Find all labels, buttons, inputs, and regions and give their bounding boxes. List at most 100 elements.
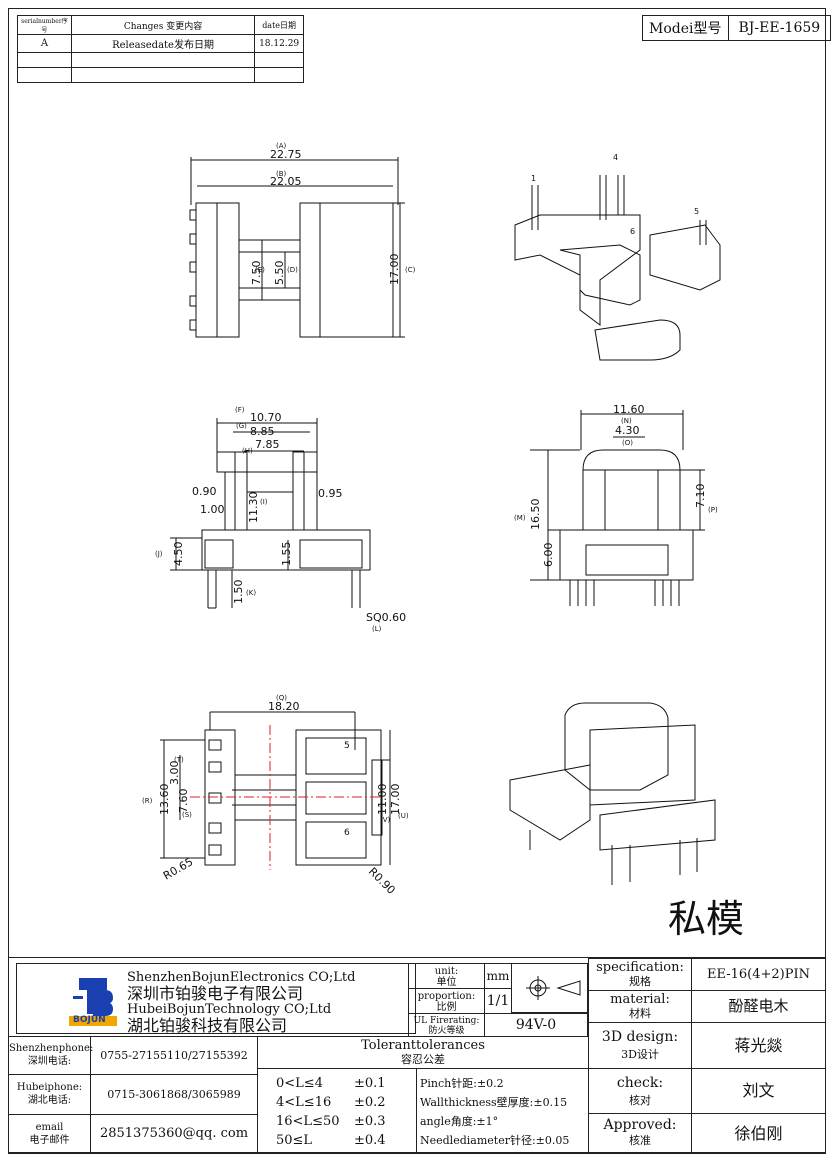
contact-label-cell: Hubeiphone: 湖北电话: [8, 1074, 91, 1115]
company-name-zh-2: 湖北铂骏科技有限公司 [127, 1016, 288, 1035]
dim-155: 1.55 [280, 542, 293, 567]
dim-100: 1.00 [200, 503, 225, 516]
unit-label-cell: unit:单位 [408, 963, 485, 989]
dim-150: 1.50 [232, 580, 245, 605]
dim-label-s: (S) [182, 811, 192, 819]
tolerances-title: Toleranttolerances [361, 1038, 485, 1053]
pin-label-6b: 6 [344, 828, 350, 838]
tolerance-value: ±0.3 [354, 1114, 386, 1129]
pin-label-1: 1 [531, 174, 536, 183]
center-lines [190, 725, 380, 870]
material-label-zh: 材料 [629, 1007, 651, 1020]
contact-label-cell: Shenzhenphone: 深圳电话: [8, 1036, 94, 1075]
pin-label-5: 5 [694, 207, 699, 216]
table-row [17, 67, 304, 83]
dim-090: 0.90 [192, 485, 217, 498]
dim-sq060: SQ0.60 [366, 611, 406, 624]
dim-r065: R0.65 [161, 855, 195, 882]
contact-value: 0755-27155110/27155392 [90, 1036, 258, 1075]
iso-view-top [514, 175, 721, 361]
tolerance-range: 0<L≤4 [276, 1076, 323, 1091]
dim-d: 5.50 [273, 261, 286, 286]
dim-1820: 18.20 [268, 700, 300, 713]
top-view [189, 157, 405, 338]
contact-label: Shenzhenphone: [9, 1043, 94, 1054]
pin-label-4: 4 [613, 153, 618, 162]
tolerance-row: 4<L≤16±0.2 [276, 1093, 416, 1112]
dim-095: 0.95 [318, 487, 343, 500]
proportion-label: proportion: [417, 991, 476, 1002]
dim-b: 22.05 [270, 175, 302, 188]
check-value: 刘文 [691, 1068, 826, 1114]
dim-label-b: (B) [276, 170, 287, 178]
tolerance-note: Pinch针距:±0.2 [420, 1077, 504, 1090]
dim-label-f: (F) [235, 406, 245, 414]
bottom-view [160, 711, 391, 866]
check-label: check: [616, 1075, 664, 1091]
front-view [530, 410, 705, 606]
unit-value: mm [484, 963, 512, 989]
contact-label: Hubeiphone: [16, 1082, 83, 1093]
dim-label-k: (K) [246, 589, 256, 597]
dim-label-a: (A) [276, 142, 287, 150]
tolerance-value: ±0.4 [354, 1133, 386, 1148]
dim-label-v: (V) [380, 816, 391, 824]
dim-1100: 11.00 [376, 784, 389, 816]
dim-label-g: (G) [236, 422, 247, 430]
approved-value: 徐伯刚 [691, 1113, 826, 1154]
company-name-en-1: ShenzhenBojunElectronics CO;Ltd [127, 970, 356, 985]
dim-label-p: (P) [708, 506, 718, 514]
dim-label-t: (T) [174, 756, 184, 764]
dim-600: 6.00 [542, 543, 555, 568]
dim-1700: 17.00 [389, 784, 402, 816]
dim-1650: 16.50 [529, 499, 542, 531]
dim-430: 4.30 [615, 424, 640, 437]
design-label-cell: 3D design:3D设计 [588, 1022, 692, 1069]
revision-table: serialnumber序号 Changes 变更内容 date日期 A Rel… [17, 15, 304, 83]
iso-view-bottom [509, 702, 716, 885]
proportion-label-zh: 比例 [436, 1002, 457, 1013]
model-value: BJ-EE-1659 [738, 20, 821, 36]
dim-760: 7.60 [177, 789, 190, 814]
approved-label-zh: 核准 [629, 1134, 651, 1147]
contact-label-zh: 湖北电话: [27, 1095, 72, 1106]
side-view [170, 418, 371, 609]
spec-value: EE-16(4+2)PIN [691, 958, 826, 991]
table-row [17, 52, 304, 68]
unit-label-zh: 单位 [436, 977, 457, 988]
revision-changes [70, 67, 256, 83]
spec-label-cell: specification:规格 [588, 958, 692, 991]
dim-300: 3.00 [168, 761, 181, 786]
tolerance-range: 50≤L [276, 1133, 313, 1148]
proportion-label-cell: proportion:比例 [408, 988, 485, 1014]
dim-710: 7.10 [694, 484, 707, 509]
dim-1160: 11.60 [613, 403, 645, 416]
title-block: BOJUN ShenzhenBojunElectronics CO;Ltd 深圳… [8, 957, 826, 1154]
proportion-value: 1/1 [484, 988, 512, 1014]
dim-f: 10.70 [250, 411, 282, 424]
ul-label: UL Firerating: [413, 1016, 480, 1026]
ul-label-zh: 防火等级 [428, 1026, 465, 1036]
tolerance-range: 16<L≤50 [276, 1114, 340, 1129]
company-box: BOJUN ShenzhenBojunElectronics CO;Ltd 深圳… [16, 963, 416, 1034]
contact-label-zh: 电子邮件 [29, 1135, 70, 1146]
dim-label-e: (E) [255, 266, 265, 274]
design-label: 3D design: [601, 1029, 679, 1045]
dim-1130: 11.30 [247, 492, 260, 524]
logo-text: BOJUN [73, 1015, 106, 1025]
dim-label-j: (J) [155, 550, 163, 558]
contact-label-zh: 深圳电话: [27, 1056, 72, 1067]
dim-c: 17.00 [388, 254, 401, 286]
pin-label-6: 6 [630, 227, 635, 236]
tolerance-notes: Pinch针距:±0.2 Wallthickness壁厚度:±0.15 angl… [416, 1068, 589, 1154]
material-value: 酚醛电木 [691, 990, 826, 1023]
pin-label-5b: 5 [344, 741, 350, 751]
dim-label-l: (L) [372, 625, 382, 633]
tolerance-value: ±0.1 [354, 1076, 386, 1091]
company-name-en-2: HubeiBojunTechnology CO;Ltd [127, 1002, 332, 1017]
ul-label-cell: UL Firerating:防火等级 [408, 1013, 485, 1037]
ul-value: 94V-0 [484, 1013, 588, 1037]
bojun-logo: BOJUN [69, 976, 117, 1026]
material-label-cell: material:材料 [588, 990, 692, 1023]
